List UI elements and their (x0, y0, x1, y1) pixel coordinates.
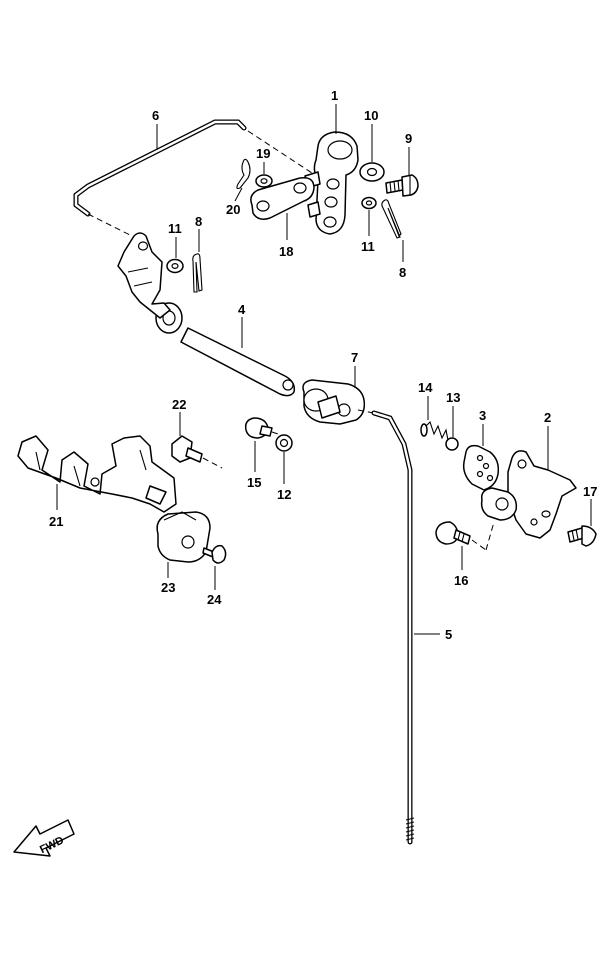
callout-11-right: 11 (361, 239, 375, 254)
part-6-wire-rod (73, 119, 316, 237)
fwd-arrow-icon: FWD (13, 819, 75, 857)
callout-1: 1 (331, 88, 338, 103)
part-4-shaft (117, 232, 296, 397)
callout-12: 12 (277, 487, 291, 502)
rod-thread (405, 817, 415, 841)
part-11-washer-left (166, 258, 184, 274)
part-5-long-rod (371, 410, 440, 845)
part-19-washer (255, 174, 273, 188)
callout-16: 16 (454, 573, 468, 588)
callout-labels: 1 2 3 4 5 6 7 8 8 9 10 11 11 12 13 14 15… (49, 88, 597, 642)
callout-15: 15 (247, 475, 261, 490)
callout-18: 18 (279, 244, 293, 259)
part-8-cotter-pin-right (381, 199, 402, 239)
part-20-clip (236, 158, 251, 190)
callout-2: 2 (544, 410, 551, 425)
part-17-screw (567, 499, 597, 547)
callout-17: 17 (583, 484, 597, 499)
part-14-spring (420, 396, 449, 441)
part-9-bolt (385, 174, 419, 197)
part-3-cam-plate (462, 424, 500, 491)
part-13-ball (445, 406, 459, 451)
callout-24: 24 (207, 592, 222, 607)
part-18-link-plate (250, 176, 315, 240)
callout-8-left: 8 (195, 214, 202, 229)
callout-11-left: 11 (168, 221, 182, 236)
callout-5: 5 (445, 627, 452, 642)
part-22-bolt (171, 435, 223, 469)
part-8-cotter-pin-left (192, 253, 203, 293)
leader-lines (156, 104, 410, 436)
callout-13: 13 (446, 390, 460, 405)
callout-8-right: 8 (399, 265, 406, 280)
part-12-washer (275, 434, 293, 484)
callout-22: 22 (172, 397, 186, 412)
part-2-shift-assembly (480, 426, 577, 539)
part-10-washer (359, 162, 385, 182)
part-7-joint (302, 379, 375, 425)
callout-23: 23 (161, 580, 175, 595)
part-24-push-pin (202, 544, 227, 590)
callout-3: 3 (479, 408, 486, 423)
callout-10: 10 (364, 108, 378, 123)
callout-20: 20 (226, 202, 240, 217)
callout-19: 19 (256, 146, 270, 161)
part-16-screw (435, 521, 495, 570)
part-15-screw (244, 417, 291, 472)
callout-21: 21 (49, 514, 63, 529)
part-21-bracket (17, 435, 177, 513)
callout-6: 6 (152, 108, 159, 123)
callout-14: 14 (418, 380, 433, 395)
callout-4: 4 (238, 302, 246, 317)
part-23-block (156, 511, 211, 578)
callout-7: 7 (351, 350, 358, 365)
callout-9: 9 (405, 131, 412, 146)
part-1-lever (304, 131, 359, 235)
part-11-washer-right (361, 196, 377, 210)
